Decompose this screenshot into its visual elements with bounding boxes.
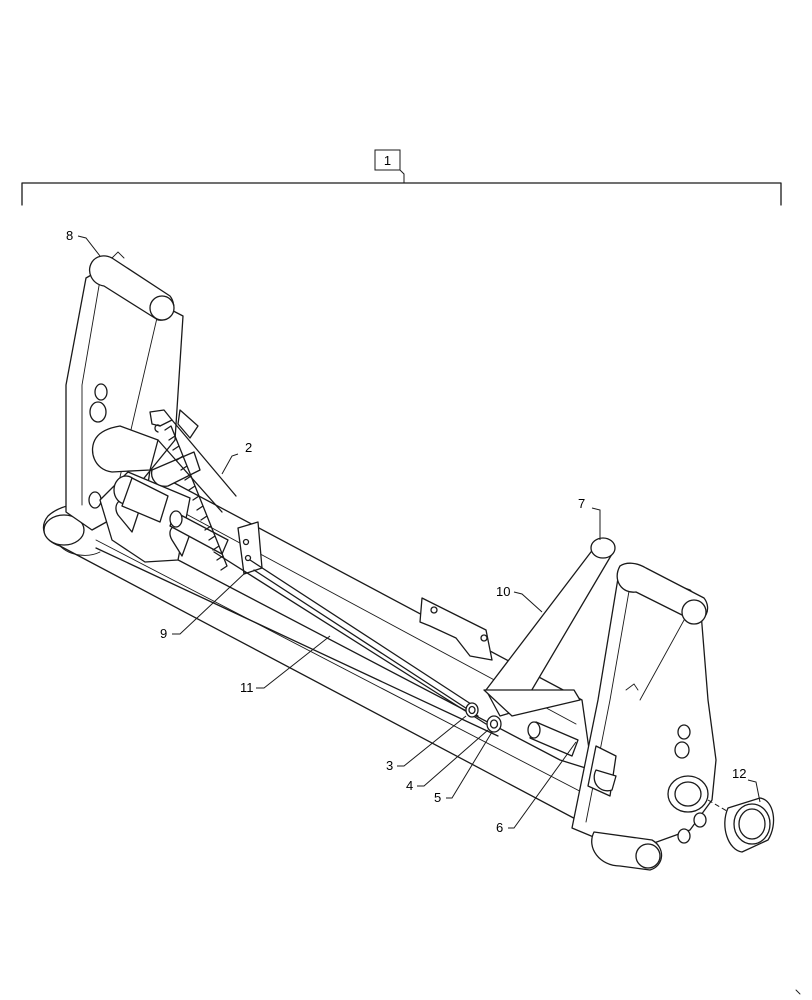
handle-rod-upper bbox=[249, 559, 475, 707]
svg-text:5: 5 bbox=[434, 790, 441, 805]
svg-text:8: 8 bbox=[66, 228, 73, 243]
svg-text:2: 2 bbox=[245, 440, 252, 455]
assembly-label: 1 bbox=[384, 153, 391, 168]
assembly-bracket: 1 bbox=[21, 149, 782, 206]
callout-8: 8 bbox=[66, 228, 101, 257]
beam-end-left bbox=[43, 514, 85, 546]
callout-2: 2 bbox=[221, 440, 252, 475]
svg-text:12: 12 bbox=[732, 766, 746, 781]
callout-11: 11 bbox=[240, 635, 331, 695]
assembly-label-box bbox=[374, 149, 401, 171]
callout-7: 7 bbox=[578, 496, 601, 540]
callout-12: 12 bbox=[732, 766, 761, 803]
bushing bbox=[724, 797, 775, 853]
svg-text:11: 11 bbox=[240, 680, 254, 695]
callout-5: 5 bbox=[434, 731, 493, 805]
quick-coupler-frame bbox=[42, 251, 775, 871]
handle-rod-lower bbox=[213, 551, 487, 725]
svg-text:7: 7 bbox=[578, 496, 585, 511]
svg-text:6: 6 bbox=[496, 820, 503, 835]
callout-6: 6 bbox=[496, 741, 577, 835]
callout-3: 3 bbox=[386, 715, 467, 773]
callout-4: 4 bbox=[406, 729, 489, 793]
spring bbox=[154, 419, 237, 571]
callout-10: 10 bbox=[496, 584, 543, 613]
callout-9: 9 bbox=[160, 571, 247, 641]
svg-text:10: 10 bbox=[496, 584, 510, 599]
svg-text:9: 9 bbox=[160, 626, 167, 641]
hinge-plate bbox=[419, 597, 493, 661]
svg-text:4: 4 bbox=[406, 778, 413, 793]
svg-text:3: 3 bbox=[386, 758, 393, 773]
